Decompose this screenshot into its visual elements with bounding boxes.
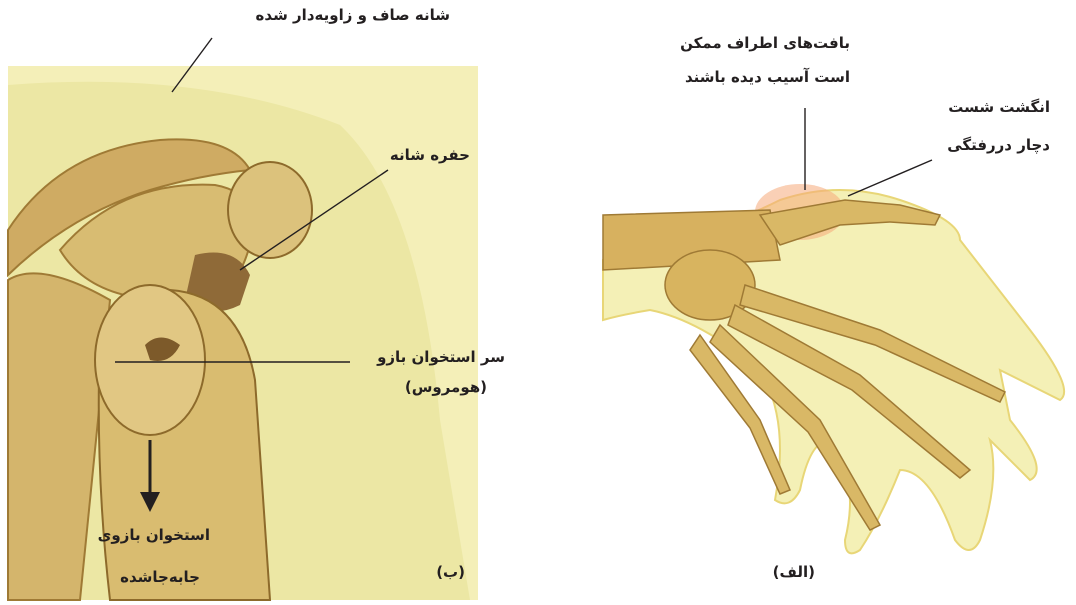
label-surrounding-tissue-2: است آسیب دیده باشند <box>640 70 850 85</box>
label-humerus-head: سر استخوان بازو <box>355 350 505 365</box>
label-dislocated-humerus: استخوان بازوی <box>60 528 210 543</box>
label-surrounding-tissue: بافت‌های اطراف ممکن <box>640 36 850 51</box>
shoulder-socket-bone <box>228 162 312 258</box>
label-thumb-dislocated: دچار دررفتگی <box>910 138 1050 153</box>
label-humerus-latin: (هومروس) <box>355 380 487 395</box>
label-flattened-shoulder: شانه صاف و زاویه‌دار شده <box>220 8 450 23</box>
shoulder-illustration <box>8 38 478 600</box>
panel-a-tag: (الف) <box>755 565 815 580</box>
thumb-leader-line <box>848 160 932 196</box>
label-dislocated-humerus-2: جابه‌جاشده <box>80 570 200 585</box>
hand-illustration <box>603 108 1073 600</box>
label-thumb: انگشت شست <box>910 100 1050 115</box>
panel-b-tag: (ب) <box>420 565 465 580</box>
label-shoulder-socket: حفره شانه <box>360 148 470 163</box>
